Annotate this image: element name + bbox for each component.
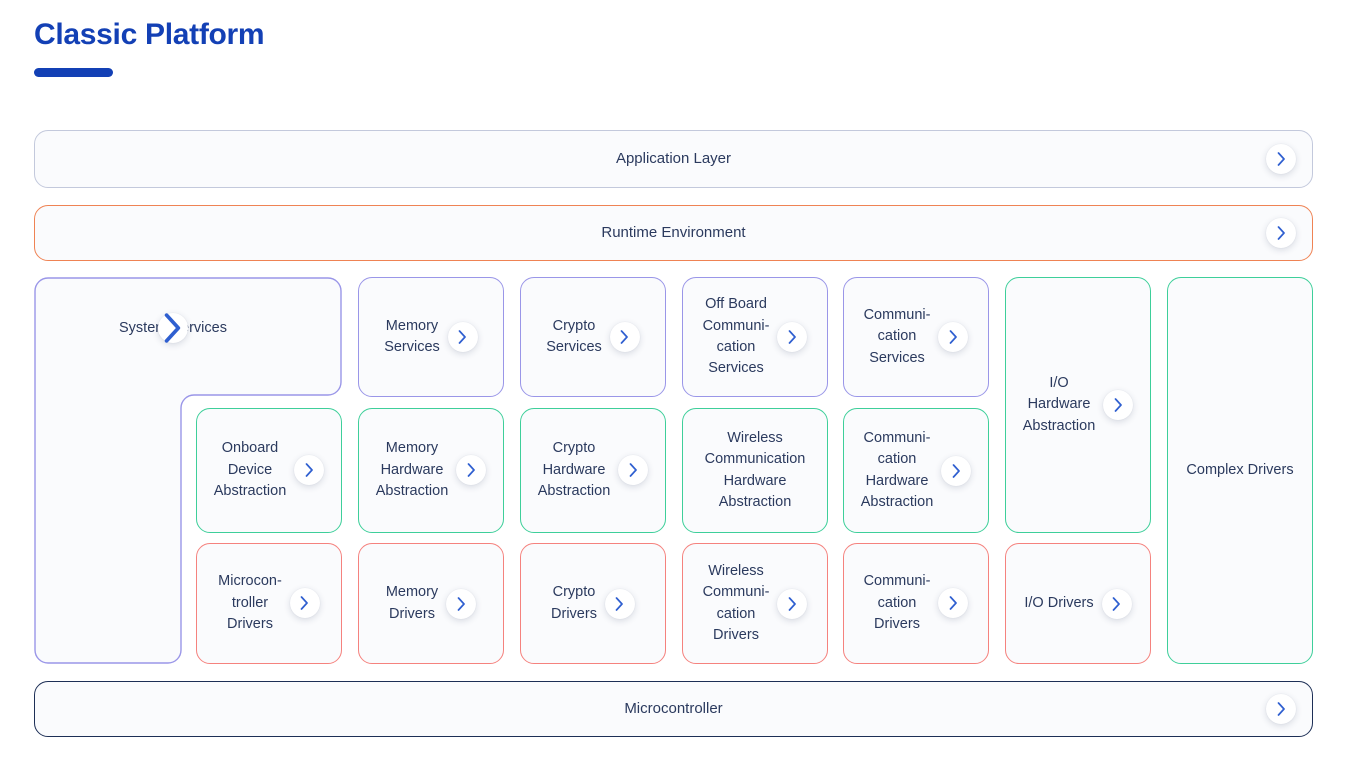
- page-title: Classic Platform: [34, 18, 265, 51]
- title-underline-rule: [34, 68, 113, 77]
- io-drivers-label: I/O Drivers: [1024, 594, 1094, 611]
- off-board-communication-services-block[interactable]: Off Board Communi- cation Services: [682, 277, 828, 397]
- communication-services-block[interactable]: Communi- cation Services: [843, 277, 989, 397]
- chevron-right-icon[interactable]: [1101, 588, 1132, 619]
- runtime-environment-block[interactable]: Runtime Environment: [34, 205, 1313, 261]
- wireless-communication-hardware-abstraction-label: Wireless Communication Hardware Abstract…: [704, 429, 806, 510]
- wireless-communication-drivers-block[interactable]: Wireless Communi- cation Drivers: [682, 543, 828, 664]
- application-layer-label: Application Layer: [615, 149, 732, 167]
- chevron-right-icon[interactable]: [1266, 218, 1296, 248]
- crypto-drivers-block[interactable]: Crypto Drivers: [520, 543, 666, 664]
- application-layer-block[interactable]: Application Layer: [34, 130, 1313, 188]
- chevron-right-icon[interactable]: [447, 322, 478, 352]
- communication-services-label: Communi- cation Services: [863, 306, 931, 366]
- microcontroller-drivers-label: Microcon- troller Drivers: [218, 573, 282, 633]
- communication-hardware-abstraction-block[interactable]: Communi- cation Hardware Abstraction: [843, 408, 989, 533]
- crypto-services-label: Crypto Services: [546, 317, 602, 355]
- microcontroller-drivers-block[interactable]: Microcon- troller Drivers: [196, 543, 342, 664]
- crypto-hardware-abstraction-block[interactable]: Crypto Hardware Abstraction: [520, 408, 666, 533]
- communication-drivers-label: Communi- cation Drivers: [863, 573, 931, 633]
- microcontroller-label: Microcontroller: [624, 699, 723, 717]
- chevron-right-icon[interactable]: [1103, 389, 1134, 420]
- memory-services-label: Memory Services: [384, 317, 440, 355]
- memory-drivers-block[interactable]: Memory Drivers: [358, 543, 504, 664]
- communication-hardware-abstraction-label: Communi- cation Hardware Abstraction: [860, 429, 934, 510]
- io-hardware-abstraction-label: I/O Hardware Abstraction: [1022, 374, 1096, 434]
- memory-hardware-abstraction-label: Memory Hardware Abstraction: [375, 440, 449, 500]
- wireless-communication-drivers-label: Wireless Communi- cation Drivers: [702, 562, 770, 643]
- communication-drivers-block[interactable]: Communi- cation Drivers: [843, 543, 989, 664]
- chevron-right-icon[interactable]: [618, 455, 649, 486]
- complex-drivers-block[interactable]: Complex Drivers: [1167, 277, 1313, 664]
- chevron-right-icon[interactable]: [1266, 694, 1296, 724]
- complex-drivers-label: Complex Drivers: [1186, 461, 1294, 478]
- chevron-right-icon[interactable]: [446, 588, 477, 619]
- chevron-right-icon[interactable]: [158, 313, 188, 343]
- chevron-right-icon[interactable]: [289, 588, 320, 619]
- memory-hardware-abstraction-block[interactable]: Memory Hardware Abstraction: [358, 408, 504, 533]
- crypto-drivers-label: Crypto Drivers: [551, 584, 597, 622]
- system-services-block[interactable]: System Services: [34, 277, 342, 664]
- chevron-right-icon[interactable]: [941, 455, 972, 486]
- memory-services-block[interactable]: Memory Services: [358, 277, 504, 397]
- io-drivers-block[interactable]: I/O Drivers: [1005, 543, 1151, 664]
- chevron-right-icon[interactable]: [938, 588, 969, 619]
- crypto-hardware-abstraction-label: Crypto Hardware Abstraction: [537, 440, 611, 500]
- chevron-right-icon[interactable]: [1266, 144, 1296, 174]
- chevron-right-icon[interactable]: [294, 455, 325, 486]
- runtime-environment-label: Runtime Environment: [601, 223, 746, 241]
- chevron-right-icon[interactable]: [938, 321, 969, 352]
- microcontroller-block[interactable]: Microcontroller: [34, 681, 1313, 737]
- onboard-device-abstraction-block[interactable]: Onboard Device Abstraction: [196, 408, 342, 533]
- chevron-right-icon[interactable]: [609, 322, 640, 352]
- io-hardware-abstraction-block[interactable]: I/O Hardware Abstraction: [1005, 277, 1151, 533]
- chevron-right-icon[interactable]: [777, 588, 808, 619]
- system-services-content: System Services: [34, 313, 312, 343]
- crypto-services-block[interactable]: Crypto Services: [520, 277, 666, 397]
- off-board-communication-services-label: Off Board Communi- cation Services: [702, 296, 770, 377]
- memory-drivers-label: Memory Drivers: [385, 584, 439, 622]
- chevron-right-icon[interactable]: [777, 322, 808, 352]
- chevron-right-icon[interactable]: [604, 588, 635, 619]
- wireless-communication-hardware-abstraction-block[interactable]: Wireless Communication Hardware Abstract…: [682, 408, 828, 533]
- onboard-device-abstraction-label: Onboard Device Abstraction: [213, 440, 287, 500]
- chevron-right-icon[interactable]: [456, 455, 487, 486]
